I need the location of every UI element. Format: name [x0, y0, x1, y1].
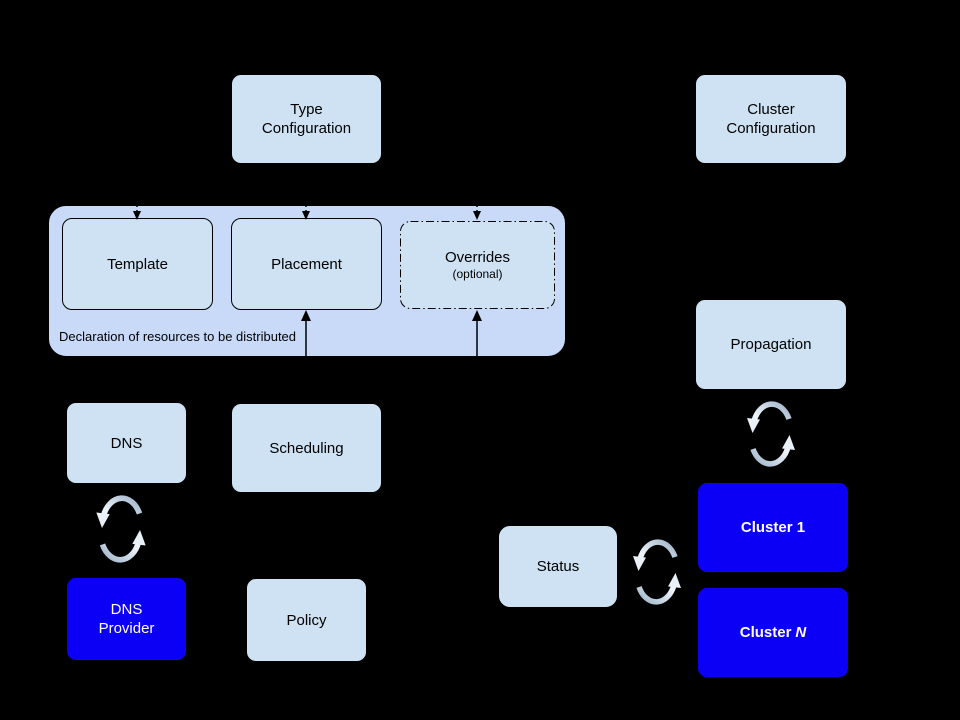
propagation-label: Propagation [730, 336, 812, 353]
dns-provider-label-line1: DNS [110, 601, 143, 618]
arrow-into-placement-top [302, 203, 310, 220]
cluster-configuration-label-line2: Configuration [726, 120, 816, 137]
policy-label: Policy [286, 611, 327, 629]
node-cluster-1: Cluster 1 [697, 482, 849, 573]
dns-provider-label-line2: Provider [98, 620, 155, 637]
overrides-sublabel: (optional) [452, 267, 503, 281]
arrow-into-overrides-bottom [472, 310, 482, 357]
node-cluster-configuration: Cluster Configuration [695, 74, 847, 164]
type-configuration-label-line1: Type [290, 101, 323, 118]
node-type-configuration: Type Configuration [231, 74, 382, 164]
node-template: Template [62, 218, 213, 310]
cluster-configuration-label-line1: Cluster [747, 101, 795, 118]
sync-icon [96, 495, 146, 563]
template-label: Template [107, 255, 168, 273]
node-status: Status [498, 525, 618, 608]
node-placement: Placement [231, 218, 382, 310]
node-propagation: Propagation [695, 299, 847, 390]
scheduling-label: Scheduling [269, 439, 344, 457]
sync-icon [747, 401, 795, 467]
node-dns-provider: DNS Provider [66, 577, 187, 661]
type-configuration-label-line2: Configuration [261, 120, 352, 137]
arrow-into-overrides-top [473, 203, 481, 220]
group-caption: Declaration of resources to be distribut… [59, 329, 297, 344]
node-dns: DNS [66, 402, 187, 484]
dns-label: DNS [110, 434, 143, 452]
node-overrides: Overrides (optional) [400, 221, 555, 309]
arrow-into-template-top [133, 203, 141, 220]
cluster-1-label: Cluster 1 [740, 519, 806, 536]
overrides-label: Overrides [444, 249, 511, 266]
arrow-into-placement-bottom [301, 310, 311, 357]
sync-icon [633, 539, 681, 605]
node-scheduling: Scheduling [231, 403, 382, 493]
placement-label: Placement [271, 255, 342, 273]
status-label: Status [536, 558, 580, 575]
node-policy: Policy [246, 578, 367, 662]
